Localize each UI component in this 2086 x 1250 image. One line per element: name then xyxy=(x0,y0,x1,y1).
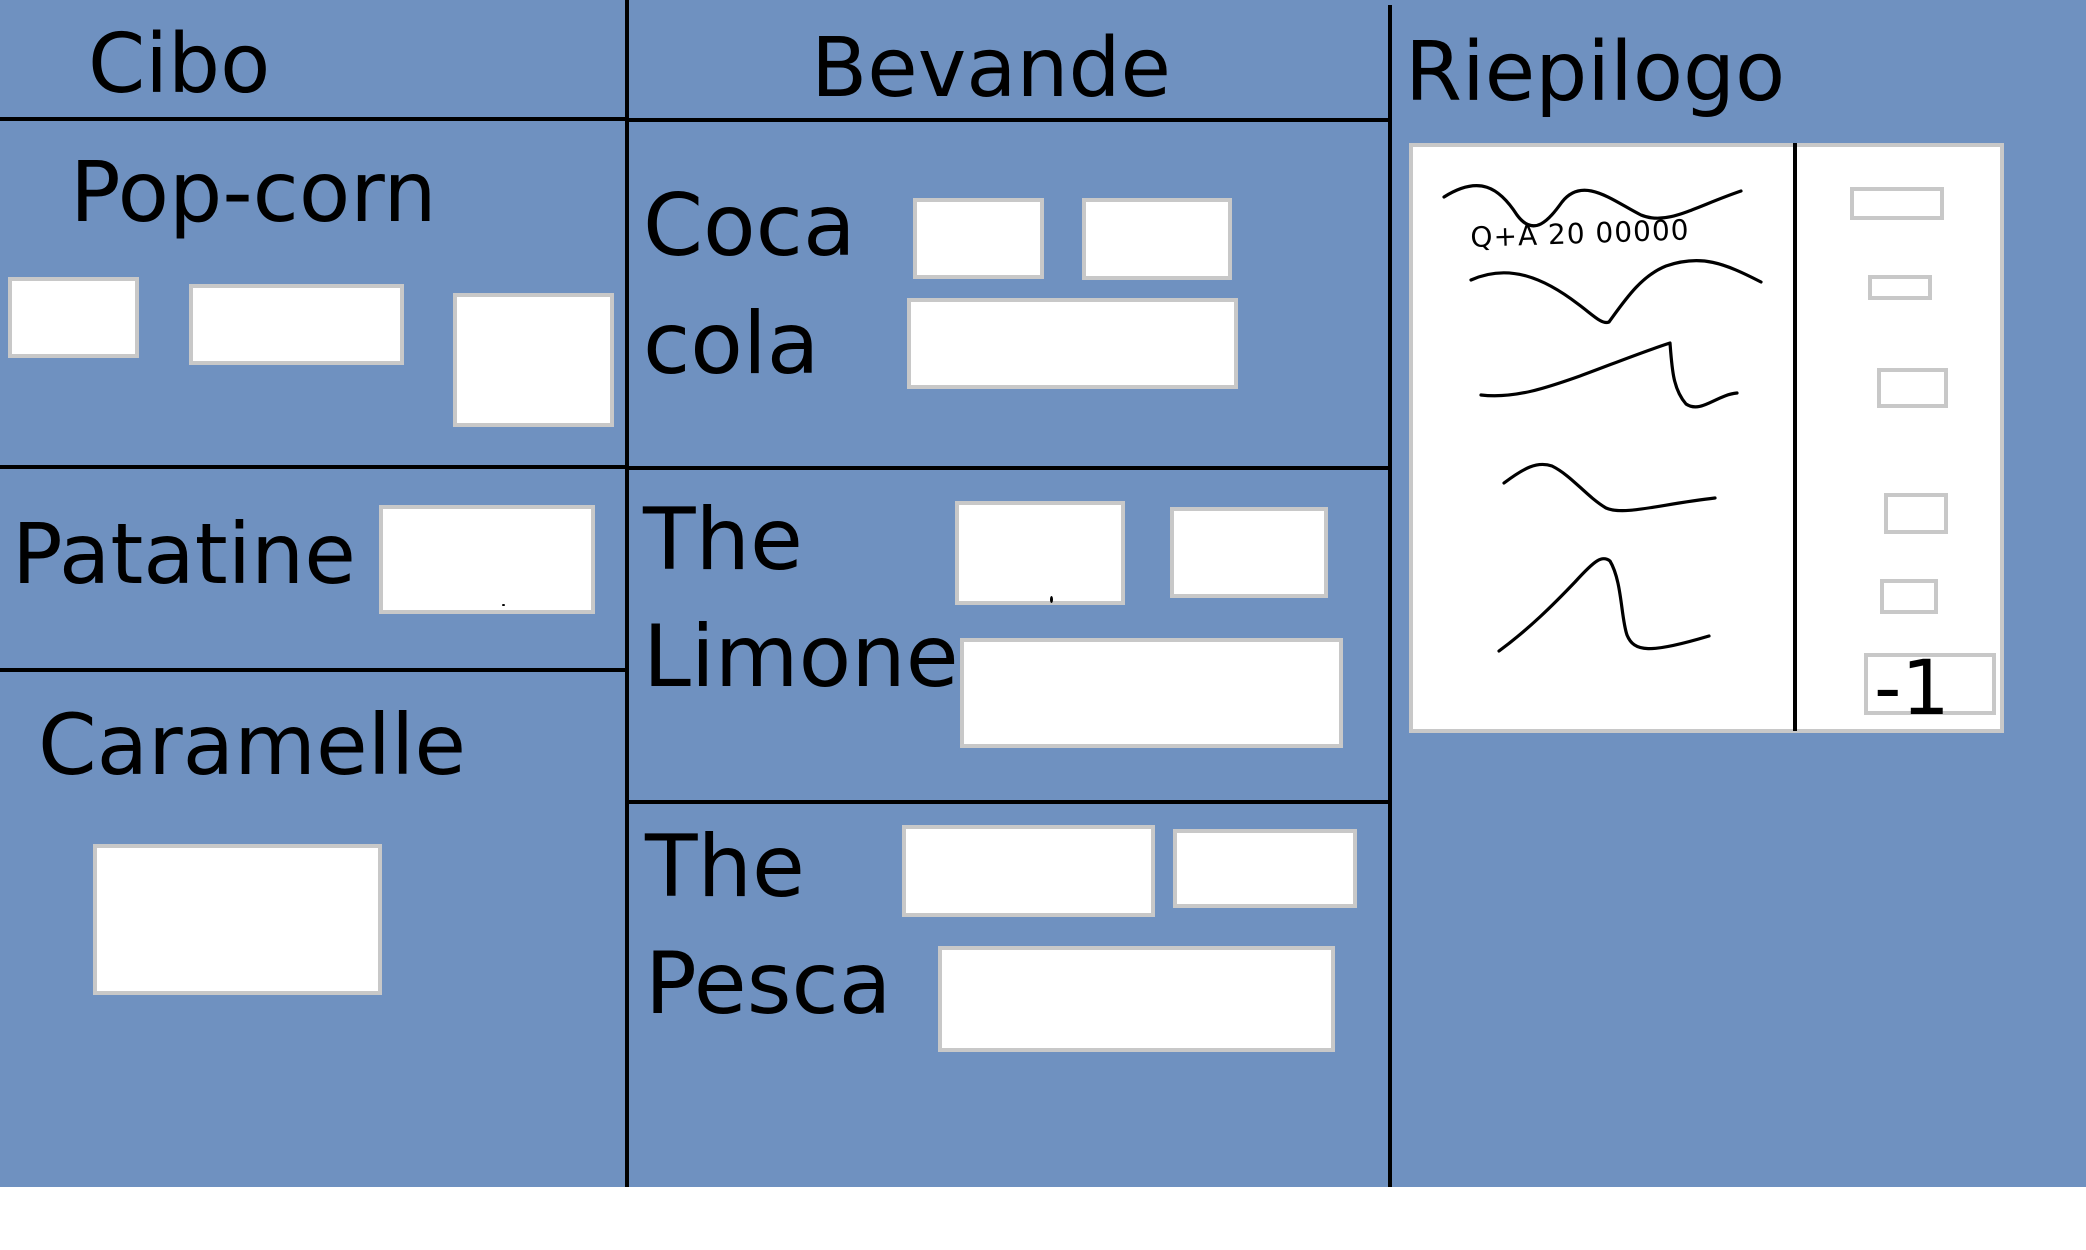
scribble-icon xyxy=(1502,462,1717,513)
lemon-tea-quantity-field[interactable] xyxy=(955,501,1125,605)
stray-pen-mark xyxy=(1050,596,1053,603)
lemon-tea-label-line-2: Limone xyxy=(643,607,959,707)
peach-tea-quantity-field[interactable] xyxy=(902,825,1155,917)
summary-panel-divider xyxy=(1793,143,1797,731)
popcorn-quantity-field[interactable] xyxy=(8,277,139,358)
summary-panel xyxy=(1409,143,2004,733)
chips-quantity-field[interactable] xyxy=(379,505,595,614)
scribble-icon xyxy=(1469,259,1763,325)
summary-column-title: Riepilogo xyxy=(1405,25,1786,120)
peach-tea-label-line-1: The xyxy=(645,817,805,917)
lemon-tea-label-line-1: The xyxy=(643,490,803,590)
drinks-header-divider xyxy=(627,118,1391,122)
summary-candies-box[interactable] xyxy=(1877,368,1948,408)
drinks-column-title: Bevande xyxy=(811,21,1171,116)
coca-cola-size-field[interactable] xyxy=(1082,198,1232,280)
column-divider-drinks-summary xyxy=(1388,5,1392,1187)
drinks-row-divider-2 xyxy=(627,800,1391,804)
food-column-title: Cibo xyxy=(88,17,271,112)
popcorn-size-field[interactable] xyxy=(189,284,404,365)
coca-cola-price-field[interactable] xyxy=(907,298,1238,389)
summary-scribbles xyxy=(1442,184,1763,653)
food-header-divider xyxy=(0,117,627,121)
popcorn-price-field[interactable] xyxy=(453,293,614,427)
coca-cola-label-line-2: cola xyxy=(643,294,820,394)
candies-quantity-field[interactable] xyxy=(93,844,382,995)
chips-label: Patatine xyxy=(12,505,356,603)
summary-result-value: -1 xyxy=(1874,643,1950,732)
scribble-icon xyxy=(1442,184,1743,228)
summary-result-box[interactable] xyxy=(1864,653,1996,715)
peach-tea-price-field[interactable] xyxy=(938,946,1335,1052)
lemon-tea-price-field[interactable] xyxy=(960,638,1343,748)
popcorn-label: Pop-corn xyxy=(70,143,437,241)
candies-label: Caramelle xyxy=(38,696,466,794)
food-row-divider-2 xyxy=(0,668,627,672)
peach-tea-size-field[interactable] xyxy=(1173,829,1357,908)
summary-chips-box[interactable] xyxy=(1868,275,1932,300)
column-divider-food-drinks xyxy=(625,0,629,1187)
summary-tea-box[interactable] xyxy=(1880,579,1938,614)
peach-tea-label-line-2: Pesca xyxy=(645,934,892,1034)
scribble-icon xyxy=(1479,341,1739,409)
stray-pen-dot xyxy=(502,604,505,606)
summary-coca-cola-box[interactable] xyxy=(1884,493,1948,534)
scribble-icon xyxy=(1497,557,1711,653)
summary-popcorn-box[interactable] xyxy=(1850,187,1944,220)
drinks-row-divider-1 xyxy=(627,466,1391,470)
coca-cola-quantity-field[interactable] xyxy=(913,198,1044,279)
food-row-divider-1 xyxy=(0,465,627,469)
lemon-tea-size-field[interactable] xyxy=(1170,507,1328,598)
coca-cola-label-line-1: Coca xyxy=(643,176,856,276)
